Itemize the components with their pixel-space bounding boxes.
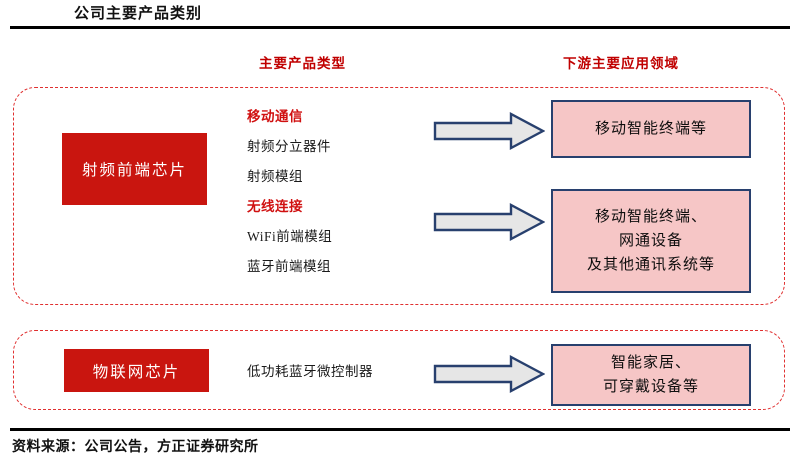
application-line: 及其他通讯系统等 [586,257,715,273]
product-list-rf: 移动通信 射频分立器件 射频模组 无线连接 WiFi前端模组 蓝牙前端模组 [247,102,422,282]
application-box-wireless: 移动智能终端、 网通设备 及其他通讯系统等 [551,189,751,293]
page-title: 公司主要产品类别 [74,6,203,22]
category-box-rf: 射频前端芯片 [62,133,207,205]
footer-divider [10,428,790,431]
application-line: 网通设备 [618,233,683,249]
group-container-iot [13,330,785,410]
product-item: 射频模组 [247,169,303,184]
product-item: 射频分立器件 [247,139,331,154]
product-group-label: 移动通信 [247,109,303,124]
column-heading-products: 主要产品类型 [259,56,346,71]
right-arrow-icon [433,355,545,393]
application-line: 移动智能终端等 [594,121,707,137]
right-arrow-icon [433,112,545,150]
source-note: 资料来源：公司公告，方正证券研究所 [12,440,259,455]
group-container-rf [13,87,785,305]
right-arrow-icon [433,203,545,241]
application-line: 可穿戴设备等 [602,379,699,395]
product-item: 低功耗蓝牙微控制器 [247,364,373,379]
category-box-iot: 物联网芯片 [64,349,209,392]
application-box-iot: 智能家居、 可穿戴设备等 [551,344,751,406]
product-item: WiFi前端模组 [247,229,333,244]
application-line: 移动智能终端、 [594,209,707,225]
column-heading-applications: 下游主要应用领域 [563,56,679,71]
product-group-label: 无线连接 [247,199,303,214]
application-line: 智能家居、 [610,355,691,371]
product-item: 蓝牙前端模组 [247,259,331,274]
title-divider [10,26,790,29]
application-box-mobile: 移动智能终端等 [551,100,751,158]
